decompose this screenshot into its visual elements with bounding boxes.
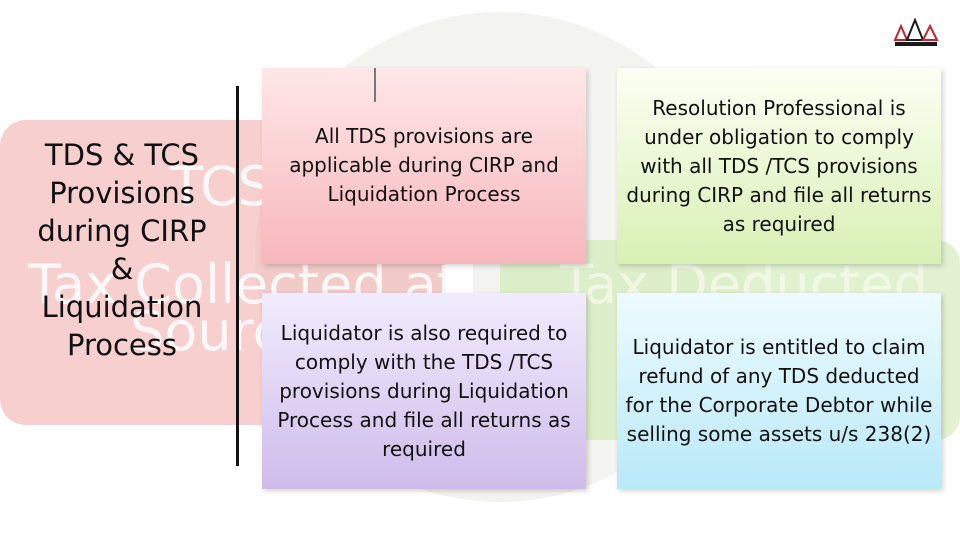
card-text: Resolution Professional is under obligat… [626, 95, 932, 236]
card-text: All TDS provisions are applicable during… [289, 124, 559, 206]
card-notch [374, 68, 376, 102]
card-resolution-professional: Resolution Professional is under obligat… [617, 68, 941, 264]
card-liquidator-refund: Liquidator is entitled to claim refund o… [617, 293, 941, 489]
background-word-tcs: TCS [170, 155, 272, 218]
card-liquidator-compliance: Liquidator is also required to comply wi… [262, 293, 586, 489]
logo-icon [893, 18, 939, 46]
card-text: Liquidator is also required to comply wi… [277, 320, 571, 461]
card-text: Liquidator is entitled to claim refund o… [625, 335, 933, 446]
card-tds-applicable: All TDS provisions are applicable during… [262, 68, 586, 264]
page-title: TDS & TCS Provisions during CIRP & Liqui… [37, 138, 207, 362]
vertical-divider [236, 86, 239, 466]
